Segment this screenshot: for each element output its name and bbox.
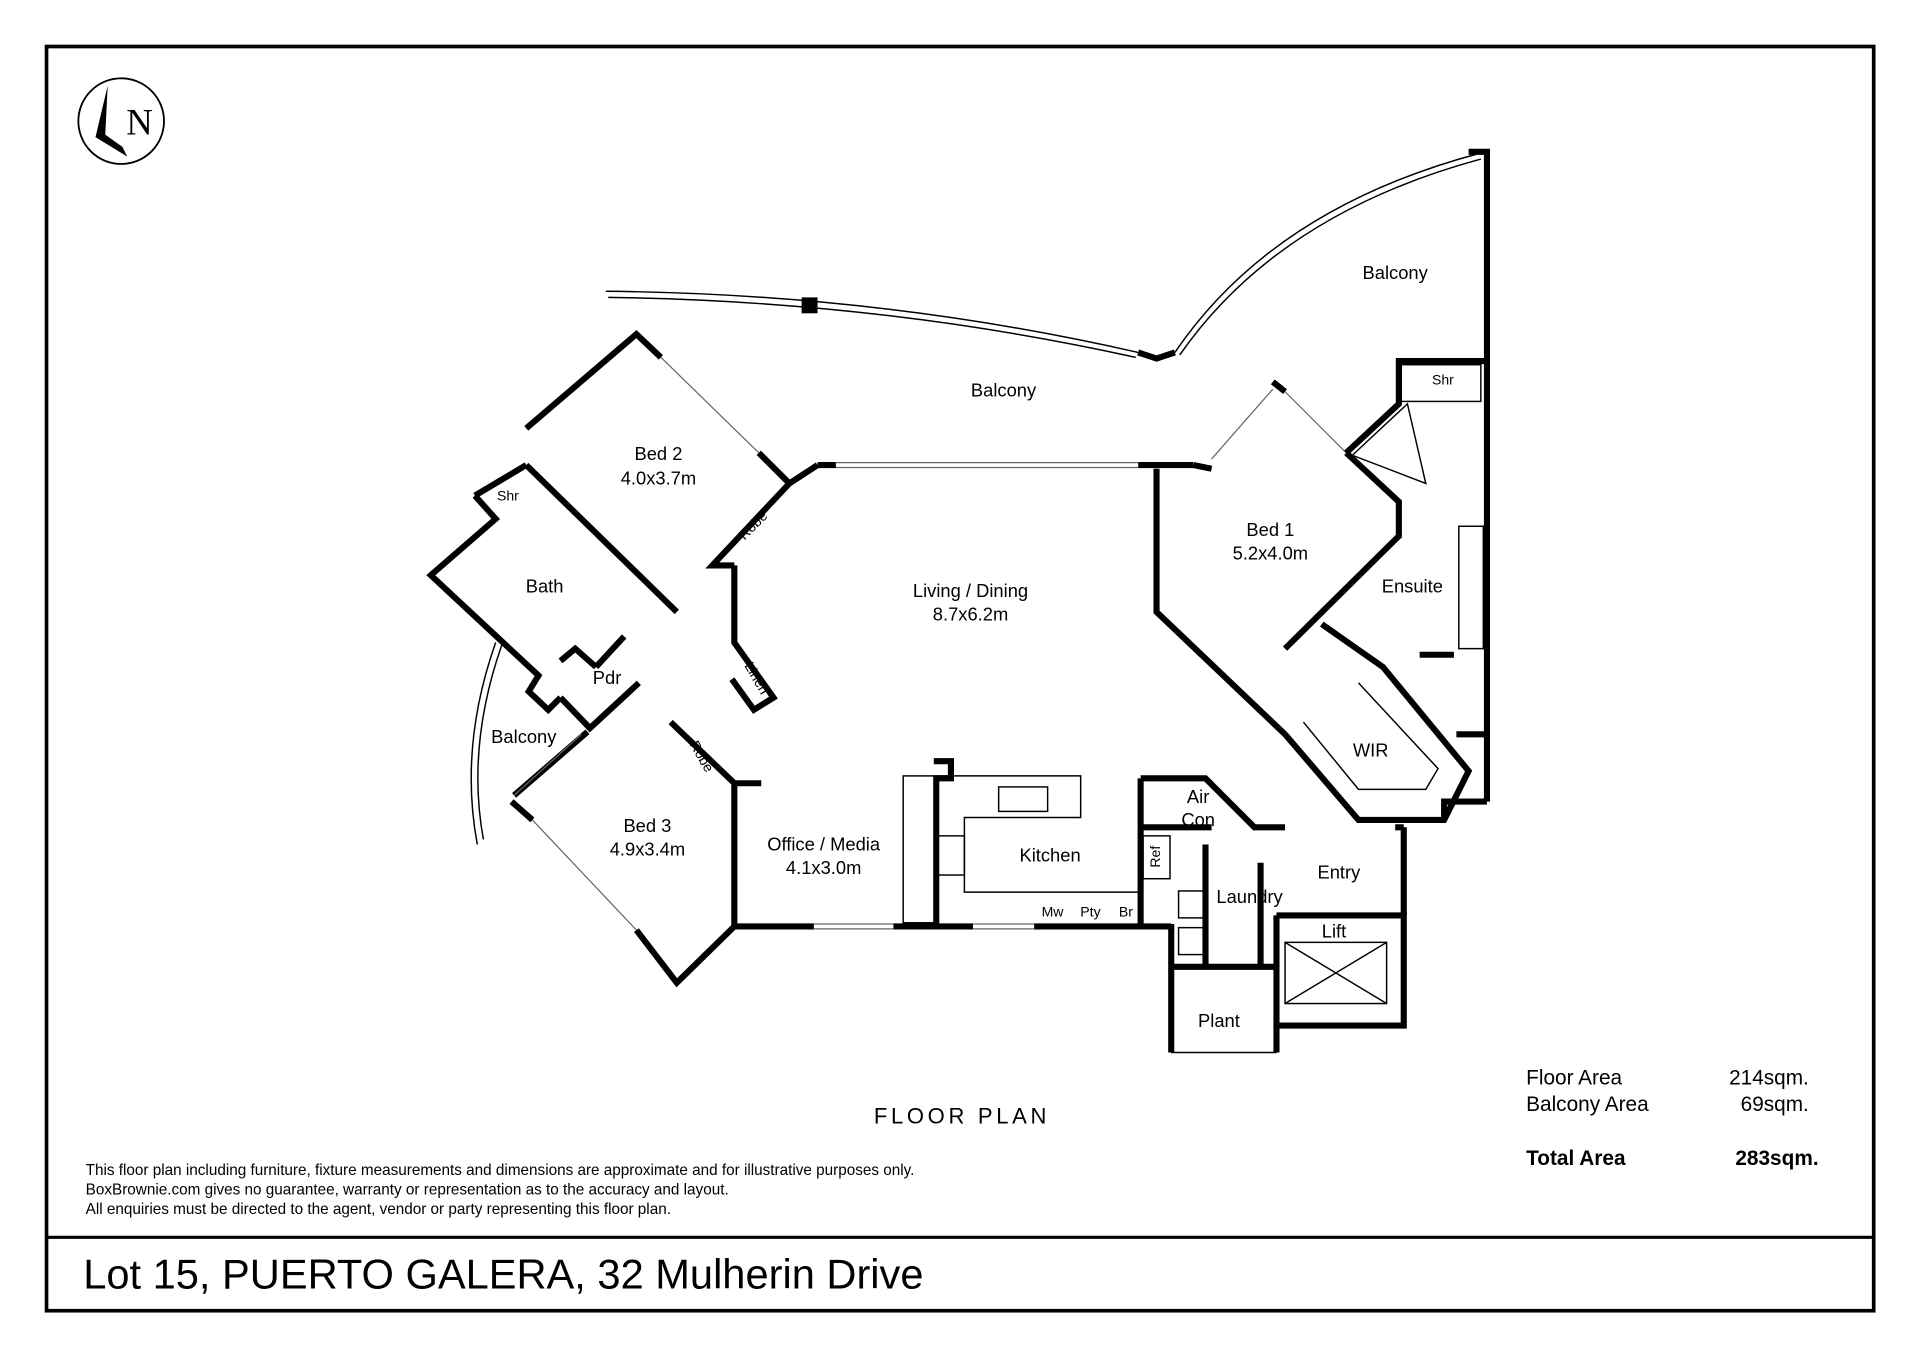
balcony-main-label: Balcony — [971, 380, 1037, 401]
page-border — [44, 44, 1876, 1313]
disclaimer-line-1: This floor plan including furniture, fix… — [86, 1162, 915, 1179]
pty-label: Pty — [1080, 904, 1100, 920]
ensuite-label: Ensuite — [1382, 575, 1443, 596]
total-area-label: Total Area — [1526, 1147, 1626, 1170]
balcony-area-label: Balcony Area — [1526, 1093, 1649, 1116]
disclaimer-line-3: All enquiries must be directed to the ag… — [86, 1201, 671, 1218]
property-address: Lot 15, PUERTO GALERA, 32 Mulherin Drive — [83, 1251, 923, 1298]
balcony-right-label: Balcony — [1363, 262, 1429, 283]
mw-label: Mw — [1042, 904, 1065, 920]
laundry-label: Laundry — [1216, 886, 1283, 907]
plant-label: Plant — [1198, 1010, 1240, 1031]
walls — [426, 148, 1491, 1054]
bed1-label: Bed 1 — [1246, 519, 1294, 540]
balcony-area-value: 69sqm. — [1741, 1093, 1809, 1116]
bed3-label: Bed 3 — [623, 815, 671, 836]
linen-label: Linen — [741, 659, 772, 697]
kitchen-label: Kitchen — [1019, 845, 1080, 866]
pdr-label: Pdr — [593, 667, 622, 688]
plan-title: FLOOR PLAN — [874, 1103, 1050, 1128]
office-size: 4.1x3.0m — [786, 857, 861, 878]
shr-right-label: Shr — [1432, 371, 1454, 387]
aircon-label-2: Con — [1181, 809, 1215, 830]
bath-label: Bath — [526, 575, 564, 596]
disclaimer-line-2: BoxBrownie.com gives no guarantee, warra… — [86, 1181, 729, 1198]
balcony-outline — [470, 152, 1482, 845]
robe-bed3-label: Robe — [687, 738, 718, 775]
living-size: 8.7x6.2m — [933, 603, 1008, 624]
lift-label: Lift — [1322, 920, 1346, 941]
floor-area-value: 214sqm. — [1729, 1066, 1809, 1089]
office-label: Office / Media — [767, 834, 881, 855]
floor-area-label: Floor Area — [1526, 1066, 1622, 1089]
living-label: Living / Dining — [913, 580, 1028, 601]
bed3-size: 4.9x3.4m — [610, 838, 685, 859]
wir-label: WIR — [1353, 739, 1389, 760]
bed2-size: 4.0x3.7m — [621, 468, 696, 489]
balcony-left-label: Balcony — [491, 726, 557, 747]
entry-label: Entry — [1317, 862, 1361, 883]
bed1-size: 5.2x4.0m — [1233, 542, 1308, 563]
bed2-label: Bed 2 — [634, 443, 682, 464]
total-area-value: 283sqm. — [1735, 1147, 1818, 1170]
ref-label: Ref — [1147, 846, 1163, 868]
br-label: Br — [1119, 904, 1133, 920]
aircon-label-1: Air — [1187, 786, 1209, 807]
svg-text:N: N — [126, 102, 153, 143]
shr-left-label: Shr — [497, 488, 519, 504]
north-compass-icon: N — [77, 77, 165, 165]
